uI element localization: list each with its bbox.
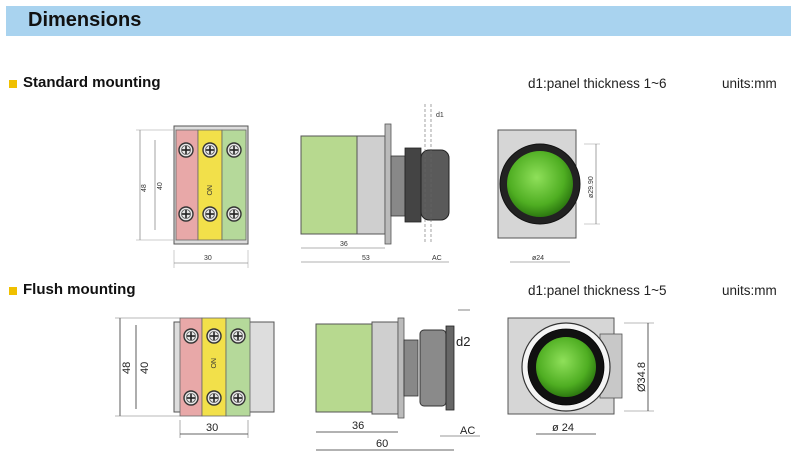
std-dim-53: 53 (362, 255, 370, 262)
std-dim-36: 36 (340, 241, 348, 248)
flush-dim-48: 48 (121, 362, 133, 374)
flush-dim-24: ø 24 (552, 422, 574, 434)
standard-units: units:mm (722, 76, 777, 91)
dimensions-header: Dimensions (6, 6, 791, 36)
standard-section-title: Standard mounting (23, 74, 161, 91)
std-dim-48: 48 (141, 184, 148, 192)
std-dim-24: ø24 (532, 255, 544, 262)
standard-back-view: NO 48 40 30 (136, 125, 249, 268)
standard-panel-note: d1:panel thickness 1~6 (528, 76, 667, 91)
std-dim-ac: AC (432, 255, 442, 262)
flush-back-view: NO 48 40 30 (115, 317, 275, 438)
flush-dim-36: 36 (352, 420, 364, 432)
flush-section-marker (9, 287, 17, 295)
flush-dim-60: 60 (376, 438, 388, 450)
standard-side-view: d1 36 53 AC (300, 104, 450, 263)
standard-section-marker (9, 80, 17, 88)
standard-front-view: ø29.90 ø24 (497, 129, 600, 263)
flush-units: units:mm (722, 283, 777, 298)
flush-contact-label-no: NO (209, 358, 216, 369)
std-dim-front-dia: ø29.90 (588, 176, 595, 198)
flush-front-view: Ø34.8 ø 24 (507, 317, 654, 435)
flush-button-lens (536, 337, 596, 397)
std-dim-d1: d1 (436, 112, 444, 119)
std-dim-30: 30 (204, 255, 212, 262)
flush-dim-ac: AC (460, 425, 475, 437)
contact-label-no: NO (205, 185, 212, 196)
std-dim-40: 40 (157, 182, 164, 190)
flush-dim-30: 30 (206, 422, 218, 434)
flush-dim-front-dia: Ø34.8 (636, 362, 648, 392)
flush-dim-d2: d2 (456, 334, 470, 349)
page-title: Dimensions (28, 9, 142, 31)
standard-button-lens (507, 151, 573, 217)
flush-section-title: Flush mounting (23, 281, 136, 298)
flush-side-view: d2 36 60 AC (315, 309, 480, 451)
flush-dim-40: 40 (139, 362, 151, 374)
flush-panel-note: d1:panel thickness 1~5 (528, 283, 667, 298)
